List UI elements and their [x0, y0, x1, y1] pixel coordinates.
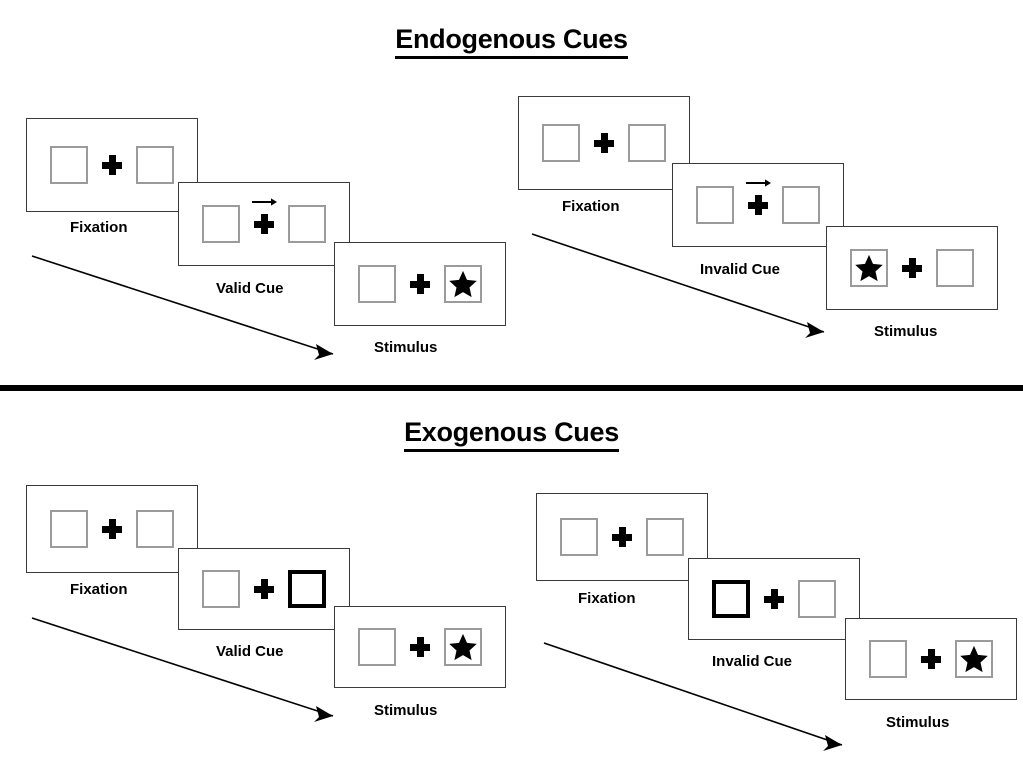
right-arrow-cue-icon: [252, 198, 277, 206]
target-box-right: [444, 628, 482, 666]
fixation-cross-icon: [410, 274, 430, 294]
target-box-right: [936, 249, 974, 287]
panel-exogenous-invalid-fixation: [536, 493, 708, 581]
panel-exogenous-valid-stimulus: [334, 606, 506, 688]
caption-endogenous-valid-stimulus: Stimulus: [374, 339, 438, 356]
panel-endogenous-valid-stimulus: [334, 242, 506, 326]
target-box-left: [358, 628, 396, 666]
frame-content: [202, 198, 326, 243]
frame-content: [358, 265, 482, 303]
frame-content: [50, 146, 174, 184]
frame-content: [869, 640, 993, 678]
panel-endogenous-invalid-cue: [672, 163, 844, 247]
fixation-cross-icon: [612, 527, 632, 547]
frame-content: [560, 518, 684, 556]
star-target-icon: [855, 254, 883, 282]
target-box-left: [850, 249, 888, 287]
target-box-left: [869, 640, 907, 678]
panel-exogenous-valid-fixation: [26, 485, 198, 573]
target-box-left: [50, 146, 88, 184]
panel-exogenous-valid-cue: [178, 548, 350, 630]
time-progression-arrow-icon: [543, 642, 843, 751]
frame-content: [850, 249, 974, 287]
target-box-left: [50, 510, 88, 548]
target-box-right: [444, 265, 482, 303]
panel-exogenous-invalid-cue: [688, 558, 860, 640]
section-title-exogenous: Exogenous Cues: [0, 417, 1023, 452]
fixation-cross-icon: [764, 589, 784, 609]
target-box-left: [202, 570, 240, 608]
fixation-cross-icon: [254, 579, 274, 599]
target-box-right: [136, 146, 174, 184]
caption-exogenous-valid-stimulus: Stimulus: [374, 702, 438, 719]
target-box-left: [696, 186, 734, 224]
caption-endogenous-invalid-fixation: Fixation: [562, 198, 620, 215]
frame-content: [202, 570, 326, 608]
caption-exogenous-invalid-stimulus: Stimulus: [886, 714, 950, 731]
frame-content: [358, 628, 482, 666]
caption-endogenous-valid-cue: Valid Cue: [216, 280, 284, 297]
target-box-left: [560, 518, 598, 556]
panel-endogenous-invalid-fixation: [518, 96, 690, 190]
frame-content: [696, 179, 820, 224]
caption-exogenous-invalid-fixation: Fixation: [578, 590, 636, 607]
panel-endogenous-valid-fixation: [26, 118, 198, 212]
fixation-cross-icon: [102, 155, 122, 175]
frame-content: [50, 510, 174, 548]
target-box-right: [136, 510, 174, 548]
frame-content: [712, 580, 836, 618]
section-title-endogenous-text: Endogenous Cues: [395, 24, 628, 59]
panel-endogenous-valid-cue: [178, 182, 350, 266]
fixation-cross-icon: [594, 133, 614, 153]
section-divider: [0, 385, 1023, 391]
target-box-left-cued: [712, 580, 750, 618]
target-box-left: [358, 265, 396, 303]
panel-endogenous-invalid-stimulus: [826, 226, 998, 310]
target-box-right: [782, 186, 820, 224]
fixation-cross-icon: [102, 519, 122, 539]
fixation-cross-icon: [902, 258, 922, 278]
target-box-right: [288, 205, 326, 243]
target-box-left: [202, 205, 240, 243]
right-arrow-cue-icon: [746, 179, 771, 187]
target-box-right: [955, 640, 993, 678]
section-title-endogenous: Endogenous Cues: [0, 24, 1023, 59]
target-box-right: [798, 580, 836, 618]
target-box-right: [628, 124, 666, 162]
time-progression-arrow-icon: [31, 255, 334, 360]
caption-exogenous-valid-cue: Valid Cue: [216, 643, 284, 660]
fixation-cross-icon: [746, 179, 771, 215]
panel-exogenous-invalid-stimulus: [845, 618, 1017, 700]
fixation-cross-icon: [252, 198, 277, 234]
star-target-icon: [449, 270, 477, 298]
target-box-right: [646, 518, 684, 556]
target-box-left: [542, 124, 580, 162]
section-title-exogenous-text: Exogenous Cues: [404, 417, 619, 452]
frame-content: [542, 124, 666, 162]
caption-endogenous-invalid-cue: Invalid Cue: [700, 261, 781, 278]
target-box-right-cued: [288, 570, 326, 608]
fixation-cross-icon: [410, 637, 430, 657]
star-target-icon: [960, 645, 988, 673]
caption-endogenous-valid-fixation: Fixation: [70, 219, 128, 236]
caption-exogenous-valid-fixation: Fixation: [70, 581, 128, 598]
star-target-icon: [449, 633, 477, 661]
caption-exogenous-invalid-cue: Invalid Cue: [712, 653, 793, 670]
fixation-cross-icon: [921, 649, 941, 669]
caption-endogenous-invalid-stimulus: Stimulus: [874, 323, 938, 340]
